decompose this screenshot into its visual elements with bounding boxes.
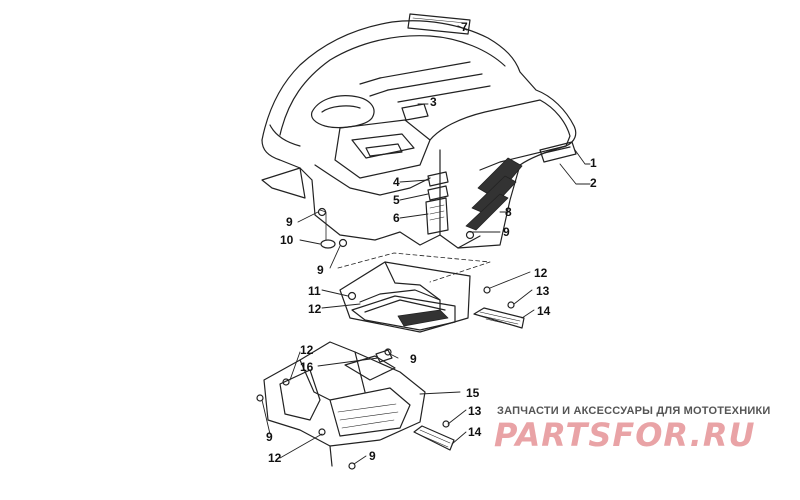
callout-4: 4 bbox=[393, 175, 400, 189]
callout-14-upper: 14 bbox=[537, 304, 551, 318]
watermark-tagline: ЗАПЧАСТИ И АКСЕССУАРЫ ДЛЯ МОТОТЕХНИКИ bbox=[497, 405, 771, 417]
callout-9-fender-left: 9 bbox=[286, 215, 293, 229]
callout-1: 1 bbox=[590, 156, 597, 170]
callout-12-left-bottom: 12 bbox=[268, 451, 282, 465]
callout-9-skirt: 9 bbox=[317, 263, 324, 277]
callout-14-lower: 14 bbox=[468, 425, 482, 439]
callout-8: 8 bbox=[505, 205, 512, 219]
rear-fender-body bbox=[261, 20, 577, 249]
callout-7: 7 bbox=[461, 20, 468, 34]
part-footwell-15 bbox=[256, 341, 426, 470]
callout-13-lower: 13 bbox=[468, 404, 482, 418]
callout-15: 15 bbox=[466, 386, 480, 400]
callout-9-fender-right: 9 bbox=[503, 225, 510, 239]
part-footrest-14-upper bbox=[473, 301, 525, 329]
callout-10: 10 bbox=[280, 233, 294, 247]
callout-11: 11 bbox=[308, 284, 321, 298]
part-washer-10 bbox=[319, 209, 336, 249]
callout-12-footwell: 12 bbox=[308, 302, 322, 316]
callout-5: 5 bbox=[393, 193, 400, 207]
callout-12-left-top: 12 bbox=[300, 343, 314, 357]
part-block-16 bbox=[375, 349, 393, 363]
callout-12-right: 12 bbox=[534, 266, 548, 280]
part-footrest-14-lower bbox=[413, 420, 455, 451]
callout-16: 16 bbox=[300, 360, 314, 374]
watermark-logo: PARTSFOR.RU bbox=[494, 416, 756, 454]
callout-13-upper: 13 bbox=[536, 284, 550, 298]
callout-9-lower-bottom: 9 bbox=[369, 449, 376, 463]
callout-3: 3 bbox=[430, 95, 437, 109]
callout-6: 6 bbox=[393, 211, 400, 225]
callout-9-lower-left: 9 bbox=[266, 430, 273, 444]
callout-9-lower-top: 9 bbox=[410, 352, 417, 366]
part-footwell-11 bbox=[339, 261, 491, 333]
leader-lines bbox=[261, 103, 591, 465]
callout-2: 2 bbox=[590, 176, 597, 190]
